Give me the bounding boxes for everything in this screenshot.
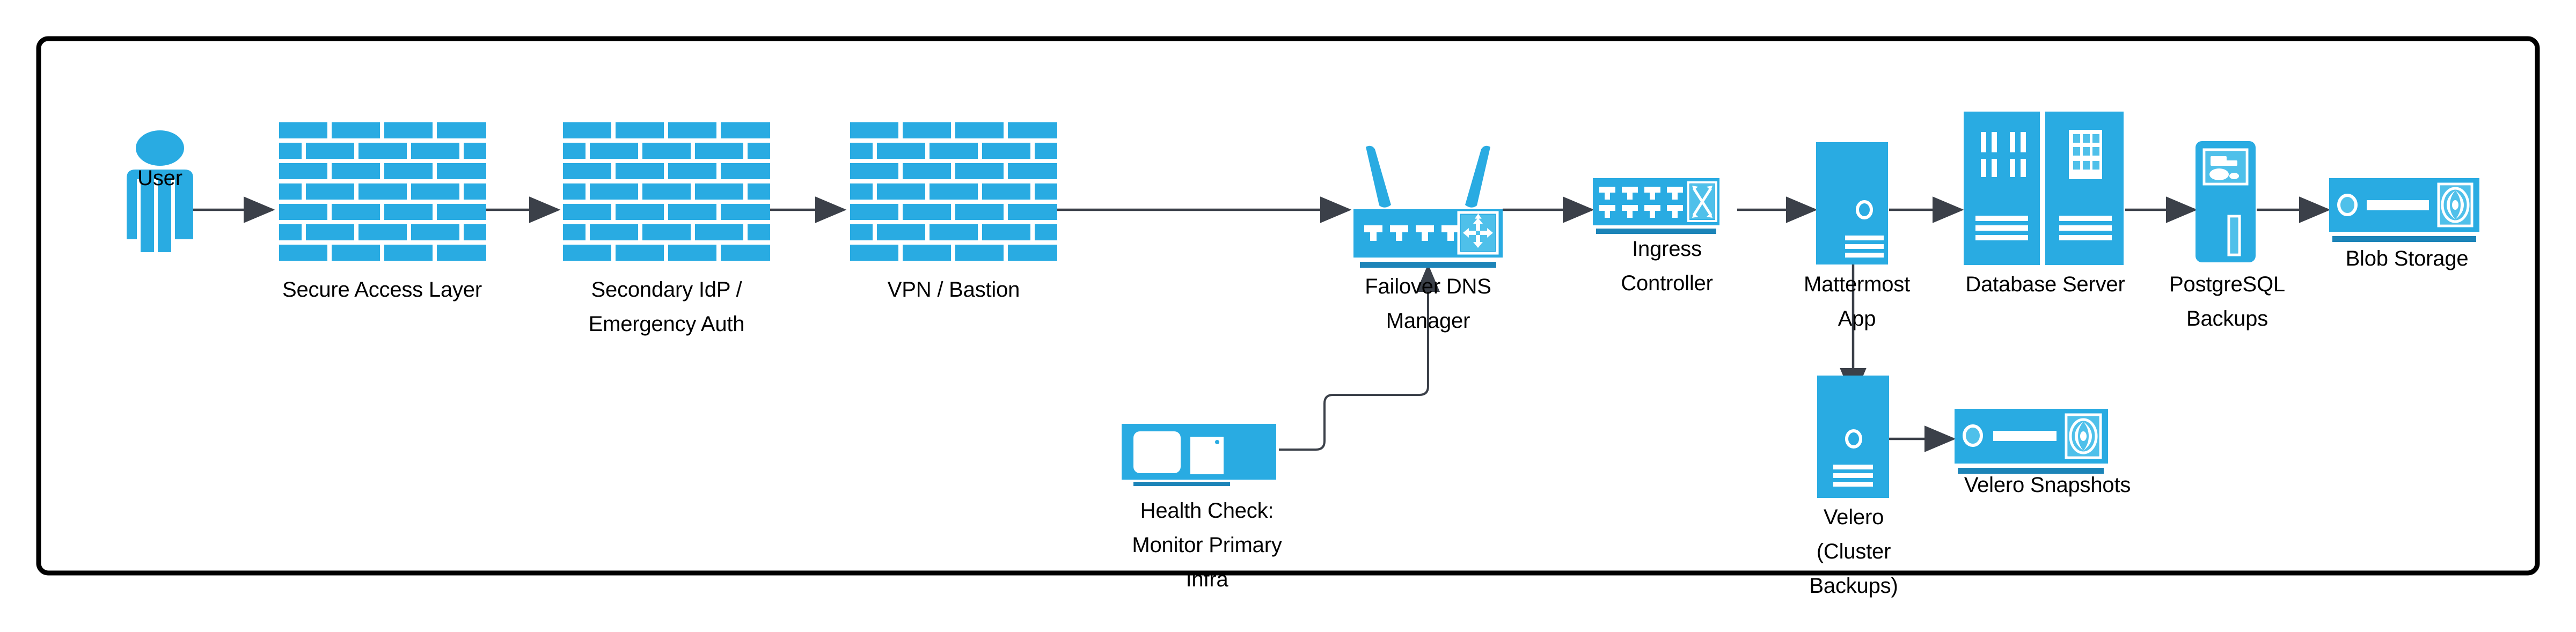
monitor-device-icon	[1122, 424, 1276, 486]
node-database-server[interactable]	[1964, 112, 2125, 267]
node-mattermost-app[interactable]	[1816, 142, 1889, 266]
diagram-border	[36, 36, 2540, 576]
disk-storage-icon	[2329, 178, 2479, 242]
edge-health-check-to-failover-dns	[1279, 264, 1440, 451]
node-label-ingress-controller: Ingress Controller	[1621, 237, 1713, 295]
node-label-blob-storage: Blob Storage	[2345, 247, 2469, 270]
node-label-velero: Velero (Cluster Backups)	[1809, 505, 1898, 598]
node-user[interactable]	[119, 130, 201, 253]
node-blob-storage[interactable]	[2329, 178, 2485, 246]
node-ingress-controller[interactable]	[1593, 178, 1722, 247]
user-icon	[127, 130, 193, 252]
node-label-postgresql-backups: PostgreSQL Backups	[2169, 273, 2285, 330]
firewall-icon	[563, 122, 770, 261]
server-rack-icon	[1964, 112, 2124, 265]
node-secure-access-layer[interactable]	[279, 122, 486, 267]
node-label-mattermost-app: Mattermost App	[1803, 273, 1911, 330]
node-label-secure-access-layer: Secure Access Layer	[282, 278, 482, 302]
node-label-secondary-idp: Secondary IdP / Emergency Auth	[588, 278, 745, 336]
node-health-check[interactable]	[1122, 424, 1283, 488]
node-postgresql-backups[interactable]	[2196, 141, 2258, 263]
node-label-user: User	[137, 166, 182, 190]
node-vpn-bastion[interactable]	[850, 122, 1057, 267]
node-velero[interactable]	[1817, 376, 1890, 500]
network-switch-icon	[1593, 178, 1719, 234]
node-label-velero-snapshots: Velero Snapshots	[1964, 473, 2131, 497]
node-label-failover-dns-manager: Failover DNS Manager	[1365, 275, 1491, 333]
disk-storage-icon	[1955, 409, 2108, 474]
node-label-database-server: Database Server	[1965, 273, 2125, 296]
firewall-icon	[850, 122, 1057, 261]
firewall-icon	[279, 122, 486, 261]
server-tower-icon	[1816, 142, 1888, 264]
storage-tower-icon	[2196, 141, 2256, 262]
node-failover-dns-manager[interactable]	[1350, 141, 1506, 273]
server-tower-icon	[1817, 376, 1889, 498]
node-secondary-idp[interactable]	[563, 122, 770, 267]
node-label-vpn-bastion: VPN / Bastion	[887, 278, 1020, 302]
node-label-health-check: Health Check: Monitor Primary Infra	[1132, 499, 1282, 591]
wireless-router-icon	[1353, 145, 1503, 268]
node-velero-snapshots[interactable]	[1955, 409, 2116, 476]
